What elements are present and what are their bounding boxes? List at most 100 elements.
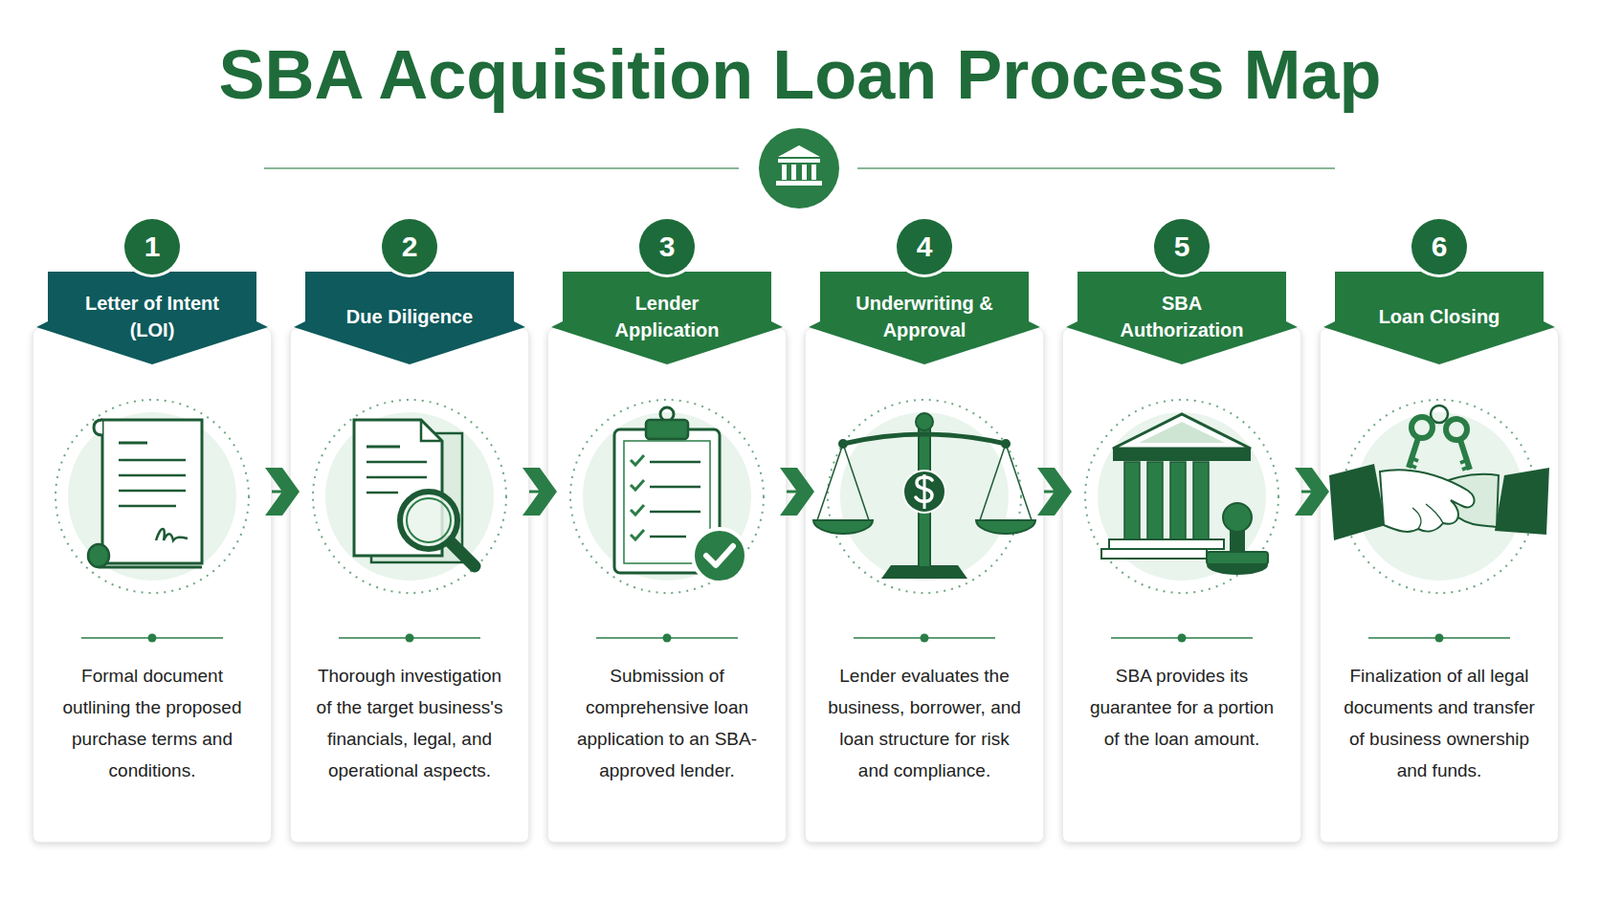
icon-disc	[325, 412, 494, 581]
check-mark	[630, 480, 645, 490]
bank-entablature	[1112, 448, 1251, 462]
step-arrow	[529, 490, 548, 494]
clipboard-icon	[614, 407, 747, 583]
text-line	[118, 489, 186, 493]
bank-base	[776, 180, 823, 186]
text-line	[649, 511, 701, 514]
text-line	[649, 461, 701, 465]
key-teeth	[1460, 460, 1469, 470]
left-hand	[1379, 469, 1475, 533]
bank-step	[1101, 549, 1207, 559]
divider-dot	[663, 634, 672, 644]
step-arrow	[1301, 490, 1320, 494]
page-fold	[421, 420, 443, 442]
clipboard-sheet	[623, 441, 711, 564]
magnifier-lens	[400, 491, 458, 550]
check-mark	[630, 505, 645, 515]
divider-dot	[920, 634, 930, 644]
dollar-symbol	[915, 477, 933, 502]
handshake-icon	[1329, 405, 1550, 541]
key-bow	[1445, 419, 1467, 441]
divider-line	[853, 637, 996, 640]
step-card: Underwriting & ApprovalLender evaluates …	[804, 271, 1045, 844]
pan-string	[817, 444, 844, 521]
step-card: Letter of Intent (LOI) Formal document ou…	[32, 271, 272, 844]
clipboard-board	[614, 429, 720, 574]
bank-column	[1147, 462, 1163, 540]
pediment-inner	[1138, 422, 1225, 444]
text-line	[118, 474, 186, 478]
divider-line	[1368, 637, 1511, 640]
step-heading: Underwriting & Approval	[846, 289, 1002, 344]
pan-string	[1005, 444, 1032, 521]
banner-shape	[36, 271, 268, 365]
dotted-ring	[55, 400, 249, 594]
step-heading: Due Diligence	[346, 303, 473, 331]
heading-box: Letter of Intent (LOI)	[32, 288, 272, 345]
step-number: 4	[896, 219, 953, 275]
bank-pediment	[1112, 414, 1251, 449]
front-page	[354, 420, 443, 556]
scale-post	[918, 429, 931, 568]
scale-beam	[843, 434, 1006, 445]
icon-disc	[67, 412, 237, 581]
bank-column	[781, 164, 787, 180]
bank-icon	[1101, 414, 1268, 576]
step-number: 6	[1411, 219, 1467, 275]
scroll-curl	[93, 420, 103, 436]
stamp-neck	[1229, 525, 1245, 554]
divider-dot	[1435, 634, 1445, 644]
approved-check	[706, 546, 734, 566]
step-heading: Letter of Intent (LOI)	[74, 289, 230, 344]
text-line	[649, 486, 701, 489]
bank-step	[1109, 539, 1224, 550]
step-description: Thorough investigation of the target bus…	[309, 660, 511, 787]
beam-end	[838, 439, 848, 449]
step-arrow	[1044, 490, 1063, 494]
heading-box: Due Diligence	[289, 288, 530, 345]
scale-knob	[915, 413, 934, 431]
divider-line	[338, 637, 481, 640]
icon-disc	[1355, 412, 1524, 581]
banner-shape	[551, 271, 783, 365]
bank-column	[791, 164, 797, 180]
back-page	[371, 433, 463, 563]
badge-circle	[758, 128, 840, 209]
icon-disc	[1097, 412, 1267, 581]
text-line	[118, 442, 148, 445]
heading-box: SBA Authorization	[1062, 288, 1302, 345]
step-number: 3	[639, 219, 695, 275]
right-hand	[1422, 474, 1499, 528]
step-arrow	[271, 490, 290, 494]
clip	[645, 420, 689, 440]
step-description: Formal document outlining the proposed p…	[51, 660, 253, 787]
check-mark	[630, 455, 645, 466]
scroll-icon	[88, 420, 202, 568]
scroll-page	[102, 420, 202, 564]
signature	[155, 529, 188, 541]
dotted-ring	[1085, 400, 1279, 594]
key-shaft	[1408, 438, 1419, 468]
icon-backdrops	[55, 400, 1536, 594]
pan-string	[843, 444, 869, 521]
bank-column	[811, 164, 817, 180]
dotted-ring	[312, 400, 507, 594]
step-description: Lender evaluates the business, borrower,…	[823, 660, 1025, 787]
text-line	[649, 535, 687, 539]
divider-line	[1111, 637, 1253, 640]
step-heading: Loan Closing	[1378, 303, 1501, 331]
step-description: SBA provides its guarantee for a portion…	[1081, 660, 1283, 756]
step-card: Lender ApplicationSubmission of comprehe…	[547, 271, 787, 844]
dotted-ring	[827, 400, 1022, 594]
step-card: SBA AuthorizationSBA provides its guaran…	[1062, 271, 1302, 844]
dollar-symbol	[923, 474, 927, 510]
bank-column	[1170, 462, 1186, 540]
scroll-roll	[88, 544, 110, 568]
step-heading: Lender Application	[589, 289, 745, 344]
lens-rim	[406, 498, 451, 543]
clip-ring	[660, 407, 674, 422]
icon-disc	[582, 412, 752, 581]
step-heading: SBA Authorization	[1104, 289, 1260, 344]
